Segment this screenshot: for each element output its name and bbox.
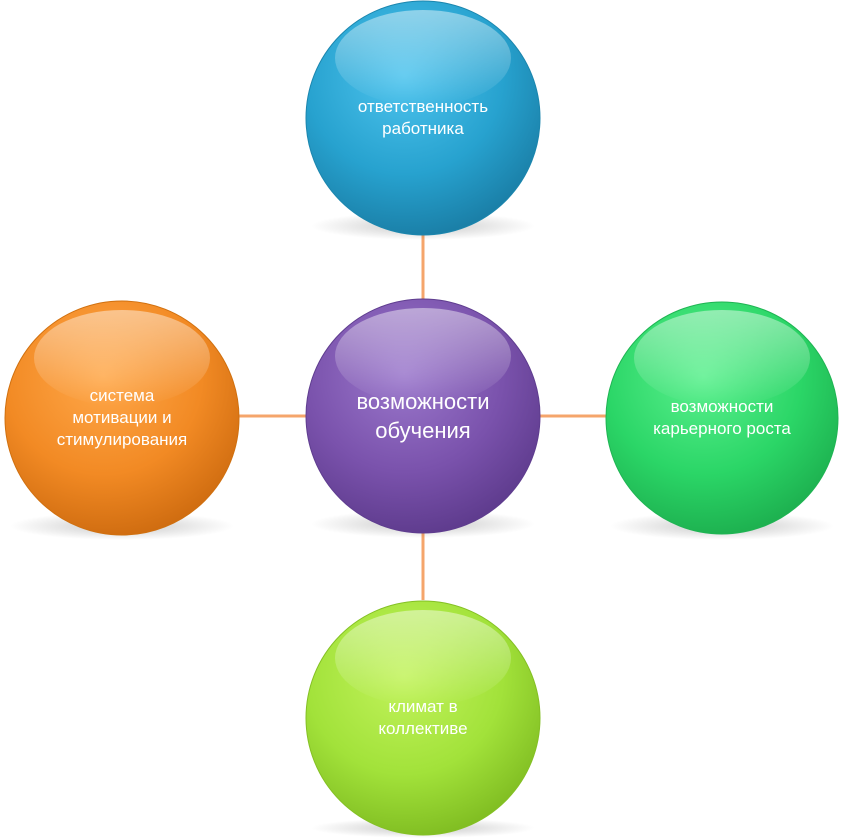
node-bottom [305, 600, 541, 838]
connectors [238, 232, 607, 600]
node-right [605, 301, 839, 540]
node-top [305, 0, 541, 240]
node-left [4, 300, 240, 540]
node-center [305, 298, 541, 538]
